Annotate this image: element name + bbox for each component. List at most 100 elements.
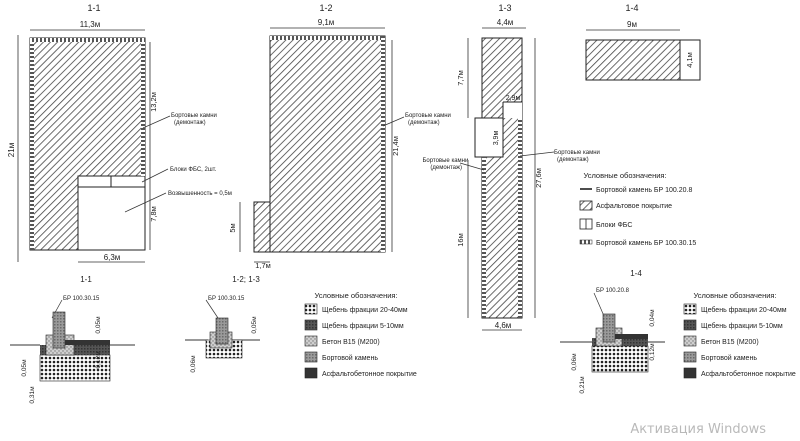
legend-label: Бетон В15 (М200): [322, 339, 380, 346]
dim-bottom-label: 1,7м: [255, 261, 271, 270]
dim-notch-width-label: 2,9м: [506, 95, 521, 102]
legend-swatch-gravel-20-40: [683, 303, 697, 315]
legend-sections-mid: Условные обозначения: Щебень фракции 20-…: [304, 291, 417, 379]
note-curb-right-line1: Бортовые камни: [554, 150, 600, 156]
legend-swatch-concrete: [304, 335, 318, 347]
note-curb-right: Бортовые камни (демонтаж): [554, 150, 602, 163]
legend-label: Щебень фракции 5-10мм: [322, 322, 404, 330]
section-curb-label: БР 100.20.8: [596, 288, 630, 294]
plan-1-4: 1-4 9м 4,1м: [585, 3, 701, 81]
note-curb-line2: (демонтаж): [408, 120, 440, 126]
note-curb: Бортовые камни (демонтаж): [171, 113, 219, 126]
curb-left: [30, 38, 34, 250]
notch-area: [474, 117, 504, 158]
dim-notch-height-label: 3,9м: [493, 131, 500, 146]
gravel-20-40-layer: [39, 354, 111, 382]
leader-line: [593, 292, 605, 317]
legend-swatch-asphalt-concrete: [304, 367, 318, 379]
dim-left-label: 21м: [7, 143, 16, 157]
curb-stone: [602, 313, 616, 343]
asphalt-area: [585, 39, 681, 81]
leader-line: [205, 299, 219, 319]
dim-bottom-label: 4,6м: [495, 321, 512, 330]
gravel-5-10-layer: [40, 345, 110, 355]
section-1-1: 1-1 БР 100.30.15 0,05м 0,12м 0,05м 0,31м: [10, 275, 135, 404]
legend-swatch-concrete: [683, 335, 697, 347]
note-fbs: Блоки ФБС, 2шт.: [170, 167, 217, 173]
section-dim: 0,12м: [649, 343, 656, 361]
section-dim: 0,04м: [649, 309, 656, 327]
plan-1-3: 1-3 4,4м 7,7м 2,9м 3,9м 16м 27,6м 4,6м Б…: [422, 3, 602, 331]
curb-top: [30, 38, 145, 42]
leader-line: [141, 168, 169, 183]
asphalt-layer: [65, 340, 110, 345]
curb-right: [141, 38, 145, 176]
dim-right-label: 27,6м: [534, 168, 543, 188]
legend-swatch-gravel-5-10: [304, 319, 318, 331]
plan-title: 1-2: [319, 3, 332, 13]
dim-height-label: 7,8м: [149, 206, 158, 222]
dim-right-label: 4,1м: [685, 52, 694, 68]
legend-title: Условные обозначения:: [314, 291, 397, 300]
dim-top-label: 4,4м: [497, 18, 514, 27]
section-1-4: 1-4 БР 100.20.8 0,04м 0,12м 0,06м 0,21м: [560, 269, 665, 394]
note-curb-line2: (демонтаж): [174, 120, 206, 126]
leader-line: [519, 151, 555, 157]
legend-label: Щебень фракции 5-10мм: [701, 322, 783, 330]
note-curb-right-line2: (демонтаж): [557, 157, 589, 163]
section-title: 1-2; 1-3: [232, 275, 260, 284]
section-dim: 0,05м: [251, 316, 258, 334]
legend-label: Бортовой камень: [322, 354, 378, 362]
note-curb-left-line2: (демонтаж): [430, 165, 462, 171]
section-dim: 0,06м: [571, 353, 578, 371]
curb-top: [270, 36, 385, 40]
leader-line: [124, 192, 167, 213]
legend-label: Бетон В15 (М200): [701, 339, 759, 346]
legend-sections-right: Условные обозначения: Щебень фракции 20-…: [683, 291, 796, 379]
legend-swatch-asphalt-concrete: [683, 367, 697, 379]
section-curb-label: БР 100.30.15: [208, 296, 245, 302]
leader-line: [459, 162, 485, 171]
dim-right-label: 21,4м: [391, 136, 400, 156]
leader-line: [142, 115, 171, 129]
section-dim: 0,31м: [29, 386, 36, 404]
leader-line: [382, 116, 405, 127]
curb-right: [381, 36, 385, 252]
dim-top-label: 9,1м: [318, 18, 335, 27]
note-curb-left: Бортовые камни (демонтаж): [422, 158, 470, 171]
legend-swatch-asphalt: [579, 200, 593, 211]
plan-title: 1-3: [498, 3, 511, 13]
section-title: 1-4: [630, 269, 642, 278]
section-dim: 0,21м: [579, 376, 586, 394]
gravel-20-40-layer: [591, 345, 649, 373]
curb-right: [518, 118, 522, 318]
legend-swatch-curb-stone: [304, 351, 318, 363]
section-1-2-1-3: 1-2; 1-3 БР 100.30.15 0,05м 0,06м: [185, 275, 260, 373]
legend-label: Бортовой камень БР 100.20.8: [596, 186, 692, 194]
legend-label: Асфальтовое покрытие: [596, 203, 672, 210]
plan-title: 1-1: [87, 3, 100, 13]
asphalt-layer: [615, 334, 648, 339]
plan-1-2: 1-2 9,1м 21,4м 5м 1,7м Бортовые камни (д…: [228, 3, 453, 270]
note-curb: Бортовые камни (демонтаж): [405, 113, 453, 126]
plan-title: 1-4: [625, 3, 638, 13]
legend-plans: Условные обозначения: Бортовой камень БР…: [579, 171, 696, 247]
legend-label: Асфальтобетонное покрытие: [701, 370, 796, 378]
curb-zone: [679, 39, 701, 81]
section-curb-label: БР 100.30.15: [63, 296, 100, 302]
legend-title: Условные обозначения:: [583, 171, 666, 180]
curb-stone: [215, 317, 229, 345]
legend-swatch-gravel-20-40: [304, 303, 318, 315]
dim-bottom-label: 6,3м: [104, 253, 121, 262]
curb-left: [482, 157, 486, 318]
legend-swatch-gravel-5-10: [683, 319, 697, 331]
section-dim: 0,05м: [21, 359, 28, 377]
note-curb-line1: Бортовые камни: [171, 113, 217, 119]
section-dim: 0,06м: [190, 355, 197, 373]
dim-left-bottom-label: 16м: [456, 233, 465, 247]
dim-left-top-label: 7,7м: [456, 70, 465, 86]
section-dim: 0,12м: [95, 351, 102, 369]
dim-top-label: 11,3м: [80, 20, 100, 29]
dim-right-label: 13,2м: [149, 92, 158, 112]
